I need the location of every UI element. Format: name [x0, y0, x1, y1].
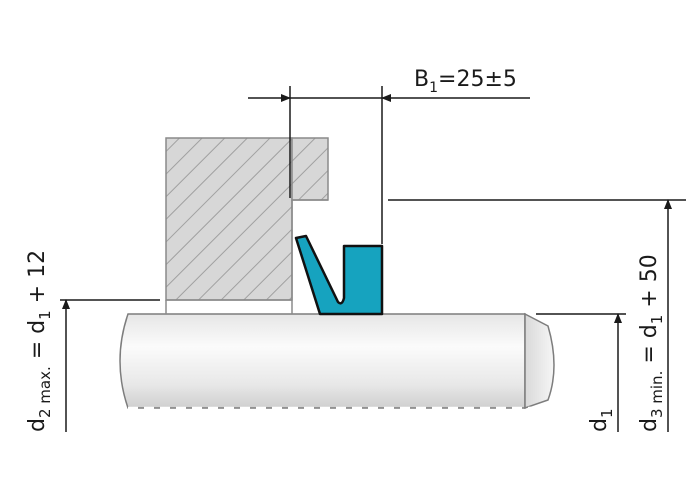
svg-text:d3 min. = d1 + 50: d3 min. = d1 + 50 [637, 254, 666, 432]
d2-subscript: 2 max. [36, 366, 54, 418]
shaft [119, 312, 560, 410]
d3-dimension: d3 min. = d1 + 50 [388, 199, 686, 432]
b1-subscript: 1 [429, 80, 438, 96]
d3-subscript: 3 min. [648, 371, 666, 418]
d2-dimension: d2 max. = d1 + 12 [25, 250, 160, 432]
d3-subscript-d1: 1 [648, 315, 666, 325]
d1-symbol: d [587, 418, 612, 432]
d1-dimension: d1 [536, 313, 626, 432]
d2-equals: = d [25, 320, 50, 366]
width-dimension-b1: B1=25±5 [248, 67, 530, 244]
v-ring-seal [294, 234, 384, 316]
svg-text:B1=25±5: B1=25±5 [414, 67, 517, 96]
d3-equals: = d [637, 324, 662, 370]
d2-tail: + 12 [25, 250, 50, 310]
shaft-chamfer [524, 312, 555, 410]
d3-symbol: d [637, 418, 662, 432]
svg-text:d2 max. = d1 + 12: d2 max. = d1 + 12 [25, 250, 54, 432]
d2-symbol: d [25, 418, 50, 432]
housing [165, 137, 329, 314]
svg-text:d1: d1 [587, 408, 616, 432]
d1-subscript: 1 [598, 408, 616, 418]
b1-value: =25±5 [438, 67, 517, 92]
d2-subscript-d1: 1 [36, 310, 54, 320]
b1-symbol: B [414, 67, 429, 92]
d3-tail: + 50 [637, 254, 662, 314]
